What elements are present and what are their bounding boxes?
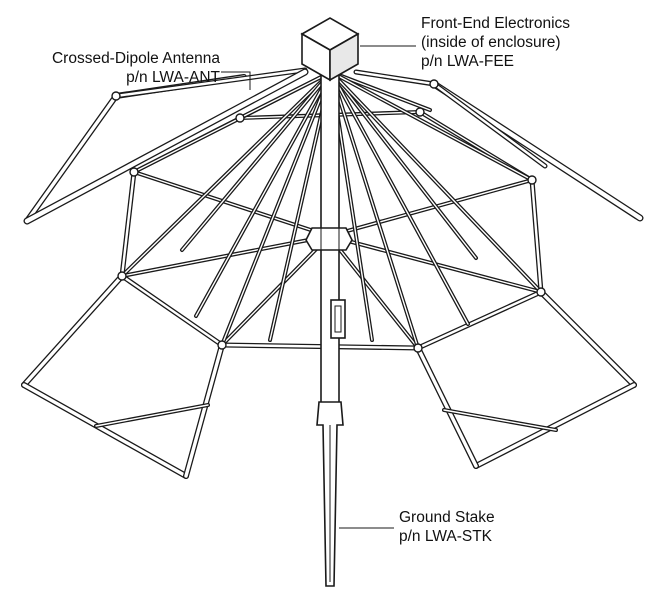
antenna-callout-name: Crossed-Dipole Antenna [51,50,220,67]
joint-3 [217,340,227,350]
radial-strut-9-core [330,71,469,325]
radial-strut-5-core [181,71,332,251]
radial-strut-4-core [239,71,332,119]
left-frame-vertical-core [120,170,136,278]
fee-callout-part-number: p/n LWA-FEE [421,53,515,70]
left-cross-tube-b-core [121,235,330,277]
right-frame-vertical-core [530,178,543,294]
radial-strut-10-core [330,71,477,259]
radial-strut-2-core [121,71,332,277]
joint-1 [129,167,139,177]
left-lower-panel-cross-tube-core [95,404,209,427]
front-frame-tube-core [220,343,420,350]
fee-callout-note: (inside of enclosure) [421,34,561,51]
radial-strut-12-core [330,71,533,181]
left-lower-panel-top-edge-core [22,274,124,387]
right-top-arm-spine-core [354,70,436,86]
joint-4 [527,175,537,185]
right-lower-panel-inner-edge-core [416,346,478,468]
stake-callout-name: Ground Stake [399,509,495,526]
antenna-callout-label: Crossed-Dipole Antenna p/n LWA-ANT [52,49,220,87]
radial-strut-14-core [330,71,419,349]
joint-2 [117,271,127,281]
joint-7 [235,113,245,123]
antenna-callout-part-number: p/n LWA-ANT [126,69,220,86]
left-top-arm-outer-edge-core [25,94,118,223]
right-lower-panel-cross-tube-core [443,409,557,431]
right-cross-tube-c-core [328,235,419,349]
fee-callout-label: Front-End Electronics (inside of enclosu… [421,14,570,71]
right-front-frame-tube-core [416,290,543,350]
fee-enclosure-right-face [329,32,359,82]
stake-callout-label: Ground Stake p/n LWA-STK [399,508,495,546]
radial-strut-6-core [195,71,332,317]
mid-hub-bracket [305,227,353,251]
joint-8 [415,107,425,117]
left-front-frame-tube-core [120,274,224,347]
stake-callout-part-number: p/n LWA-STK [399,528,493,545]
joint-10 [429,79,439,89]
radial-strut-13-core [330,71,542,293]
left-lower-panel-bottom-edge-core [22,383,188,478]
right-top-arm-inner-tube-core [432,82,547,168]
antenna-parts [111,17,546,587]
joint-6 [413,343,423,353]
joint-9 [111,91,121,101]
left-lower-panel-inner-edge-core [184,343,224,478]
left-cross-tube-c-core [221,235,330,346]
callout-leader-lines [221,45,416,529]
right-cross-tube-a-core [328,179,533,237]
fee-callout-name: Front-End Electronics [421,15,571,32]
left-arm-main-tube-core [24,69,308,224]
left-top-arm-spine-core [114,68,307,98]
right-lower-panel-bottom-edge-core [474,383,636,468]
mast-clamp-detail [334,305,342,333]
antenna-leader-line [221,71,251,90]
radial-strut-3-core [221,71,332,346]
joint-5 [536,287,546,297]
right-lower-panel-top-edge-core [539,290,636,387]
radial-strut-11-core [330,71,431,111]
